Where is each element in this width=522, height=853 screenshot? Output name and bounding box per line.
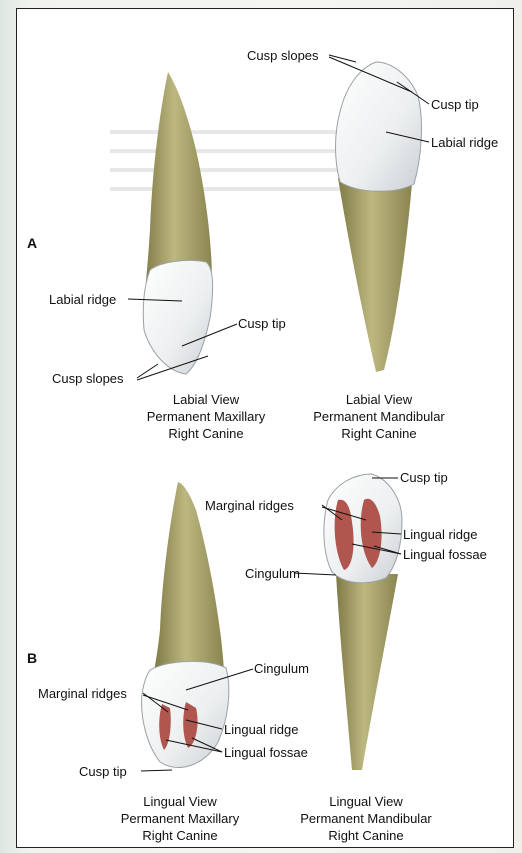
caption-line: Right Canine (299, 425, 459, 442)
mandibular-lingual-tooth (324, 474, 402, 770)
caption-line: Lingual View (100, 793, 260, 810)
label-marginal-ridges: Marginal ridges (205, 498, 294, 514)
label-lingual-fossae: Lingual fossae (224, 745, 308, 761)
label-cingulum: Cingulum (245, 566, 300, 582)
label-marginal-ridges: Marginal ridges (38, 686, 127, 702)
caption-mandibular-labial: Labial View Permanent Mandibular Right C… (299, 391, 459, 442)
caption-line: Permanent Mandibular (299, 408, 459, 425)
label-lingual-fossae: Lingual fossae (403, 547, 487, 563)
label-labial-ridge: Labial ridge (431, 135, 498, 151)
panel-a-letter: A (27, 235, 37, 251)
caption-maxillary-lingual: Lingual View Permanent Maxillary Right C… (100, 793, 260, 844)
panel-b-letter: B (27, 650, 37, 666)
caption-line: Right Canine (100, 827, 260, 844)
label-cusp-tip: Cusp tip (238, 316, 286, 332)
label-cusp-slopes: Cusp slopes (247, 48, 319, 64)
caption-maxillary-labial: Labial View Permanent Maxillary Right Ca… (126, 391, 286, 442)
label-cusp-tip: Cusp tip (400, 470, 448, 486)
caption-line: Right Canine (126, 425, 286, 442)
caption-line: Right Canine (286, 827, 446, 844)
caption-line: Permanent Maxillary (126, 408, 286, 425)
caption-mandibular-lingual: Lingual View Permanent Mandibular Right … (286, 793, 446, 844)
label-labial-ridge: Labial ridge (49, 292, 116, 308)
maxillary-labial-tooth (143, 72, 213, 374)
caption-line: Labial View (299, 391, 459, 408)
caption-line: Lingual View (286, 793, 446, 810)
label-lingual-ridge: Lingual ridge (224, 722, 298, 738)
maxillary-lingual-tooth (142, 482, 229, 768)
caption-line: Permanent Maxillary (100, 810, 260, 827)
label-lingual-ridge: Lingual ridge (403, 527, 477, 543)
label-cusp-tip: Cusp tip (79, 764, 127, 780)
caption-line: Labial View (126, 391, 286, 408)
label-cingulum: Cingulum (254, 661, 309, 677)
label-cusp-tip: Cusp tip (431, 97, 479, 113)
caption-line: Permanent Mandibular (286, 810, 446, 827)
label-cusp-slopes: Cusp slopes (52, 371, 124, 387)
mandibular-labial-tooth (336, 62, 422, 372)
